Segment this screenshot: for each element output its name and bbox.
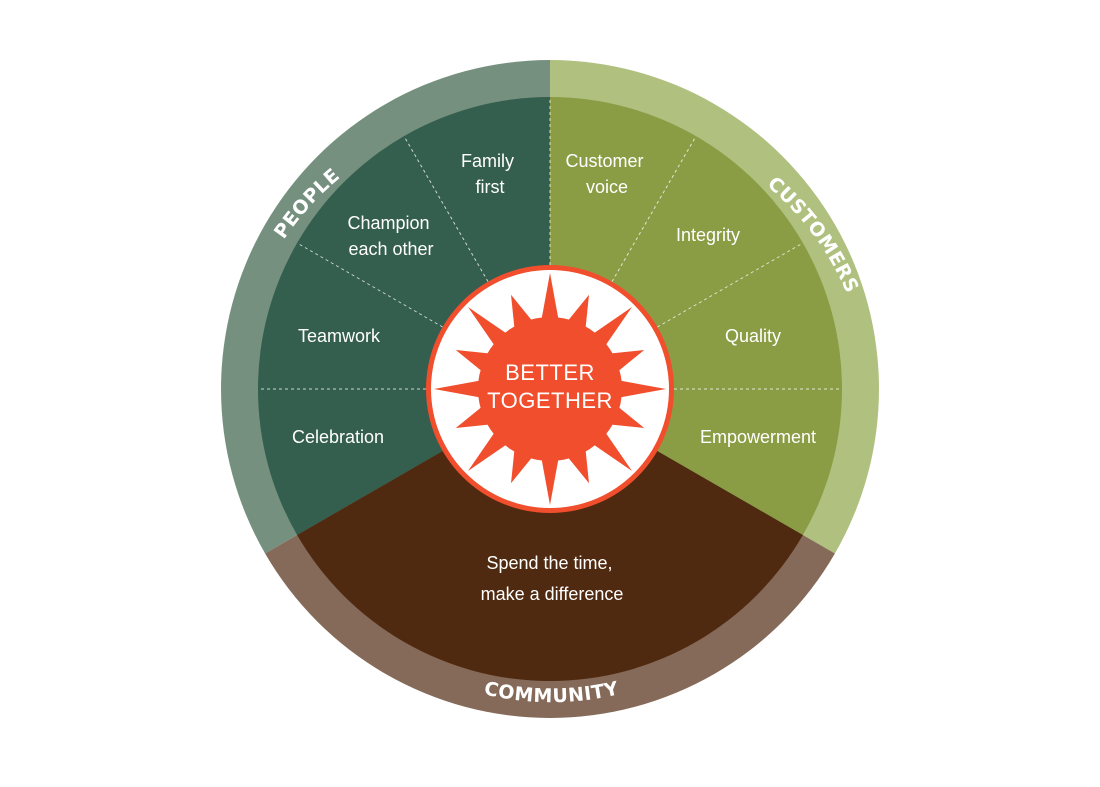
sun-ray bbox=[567, 449, 589, 484]
sun-ray bbox=[567, 294, 589, 329]
sun-ray bbox=[541, 273, 559, 320]
sun-ray bbox=[610, 350, 645, 372]
sun-ray bbox=[511, 294, 533, 329]
segment-divider bbox=[403, 135, 489, 282]
sun-ray bbox=[468, 307, 507, 346]
segment-divider bbox=[611, 135, 697, 282]
sun-ray bbox=[593, 307, 632, 346]
sun-ray bbox=[455, 406, 490, 428]
value-teamwork: Teamwork bbox=[298, 326, 381, 346]
sun-center: BETTER TOGETHER bbox=[426, 265, 674, 513]
sun-ray bbox=[455, 350, 490, 372]
sun-ray bbox=[619, 380, 666, 398]
value-spend-the-time: Spend the time, make a difference bbox=[481, 553, 624, 604]
sun-ray bbox=[468, 432, 507, 471]
center-label-line2: TOGETHER bbox=[487, 388, 613, 413]
segment-divider bbox=[657, 242, 804, 328]
sun-rays bbox=[434, 273, 666, 505]
value-customer-voice: Customer voice bbox=[565, 151, 648, 197]
sun-ray bbox=[511, 449, 533, 484]
value-empowerment: Empowerment bbox=[700, 427, 816, 447]
sun-ray bbox=[610, 406, 645, 428]
center-label-line1: BETTER bbox=[505, 360, 595, 385]
sun-ray bbox=[593, 432, 632, 471]
sun-ray bbox=[541, 458, 559, 505]
value-family-first: Family first bbox=[461, 151, 519, 197]
sun-core bbox=[478, 317, 622, 461]
sun-ray bbox=[434, 380, 481, 398]
value-celebration: Celebration bbox=[292, 427, 384, 447]
segment-dividers bbox=[258, 97, 842, 390]
value-integrity: Integrity bbox=[676, 225, 740, 245]
value-champion-each-other: Champion each other bbox=[347, 213, 434, 259]
community-inner-sector bbox=[297, 389, 803, 682]
segment-divider bbox=[296, 242, 443, 328]
value-quality: Quality bbox=[725, 326, 781, 346]
